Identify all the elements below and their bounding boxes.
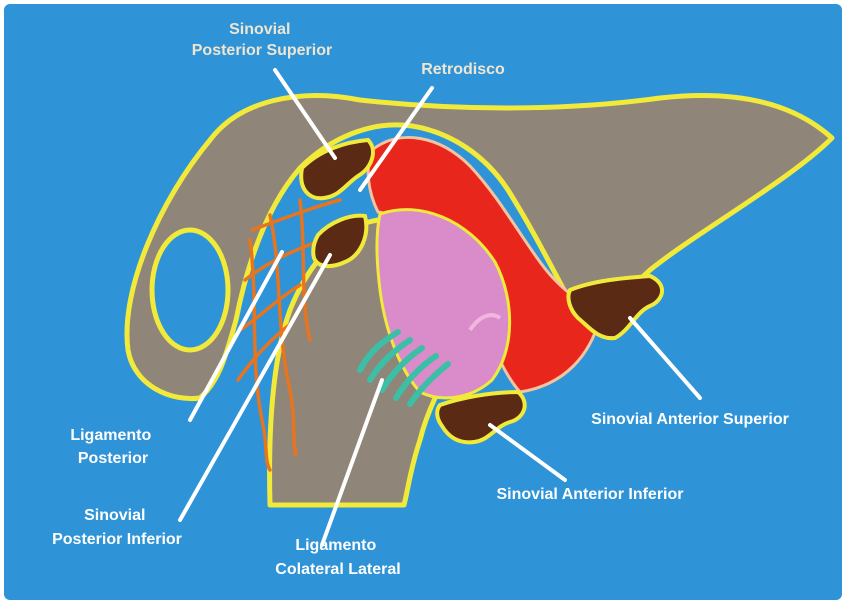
label-line: Posterior Inferior — [52, 531, 182, 548]
label-line: Sinovial Anterior Inferior — [497, 486, 684, 503]
label-line: Retrodisco — [421, 61, 505, 78]
label-line: Posterior — [78, 450, 148, 467]
label-line: Sinovial — [229, 21, 290, 38]
label-line: Ligamento — [70, 427, 151, 444]
label-line: Sinovial Anterior Superior — [591, 411, 789, 428]
label-line: Ligamento — [295, 537, 376, 554]
label-line: Colateral Lateral — [275, 561, 400, 578]
label-retrodisco: Retrodisco — [421, 61, 505, 78]
label-line: Sinovial — [84, 507, 145, 524]
ear-canal — [152, 230, 228, 350]
label-line: Posterior Superior — [192, 42, 332, 59]
label-sinovial-anterior-superior: Sinovial Anterior Superior — [591, 411, 789, 428]
label-sinovial-anterior-inferior: Sinovial Anterior Inferior — [497, 486, 684, 503]
